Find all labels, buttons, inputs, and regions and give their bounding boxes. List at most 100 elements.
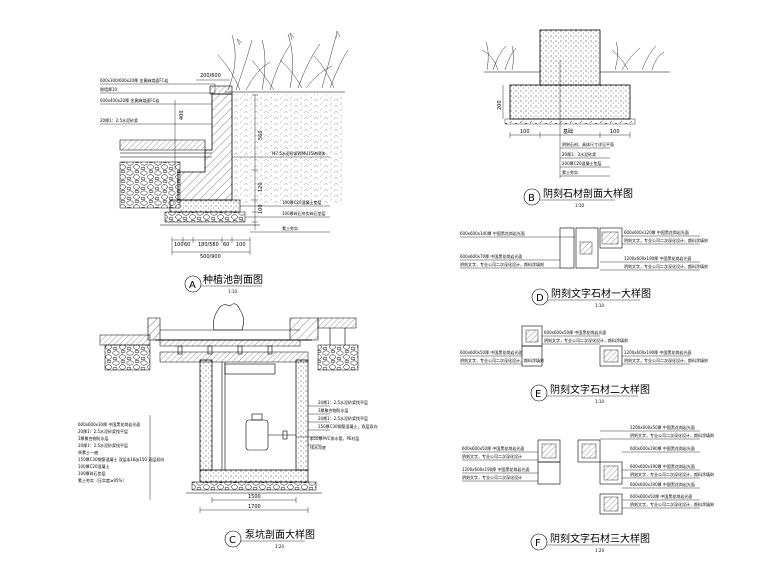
note-a-1: 600x300/600x20厚 金黄麻烧面FC岩 [100, 77, 168, 83]
detail-a-marker [184, 275, 202, 293]
detail-d-letter: D [536, 293, 544, 304]
note-c-r1: 20厚1：2.5水泥砂浆找平层 [318, 399, 368, 405]
dim-vertical-4: 100 [258, 204, 264, 214]
dim-bottom-2: 60 [184, 242, 190, 248]
detail-d-stone-1: 600x600x140厚 中国黑花岗岩光面 600x600x70厚 中国黑花岗岩… [460, 227, 708, 308]
note-d-l2: 600x600x70厚 中国黑花岗岩光面 [460, 253, 522, 259]
note-f-r6: 600x600x190厚 中国黑花岗岩光面 [630, 481, 695, 487]
detail-c-marker [224, 530, 242, 548]
dim-vertical-1: 400 [179, 110, 185, 120]
glyph-d-1 [601, 231, 619, 245]
detail-a-letter: A [189, 280, 196, 291]
note-c-l6: 150厚C30钢筋混凝土 双层ф10@150 双层双向 [78, 456, 164, 462]
detail-c-pump-pit-section: 1500 1700 20厚1：2.5水泥砂浆找平层 3厚聚合物防水层 20厚1：… [78, 303, 378, 549]
glyph-e-1 [525, 329, 539, 343]
dim-vertical-3: 120 [258, 182, 264, 192]
dim-bottom-3: 180/580 [198, 242, 219, 248]
dim-b-right: 100 [610, 129, 620, 135]
detail-f-scale: 1:20 [595, 548, 604, 553]
pit-wall-right [295, 359, 309, 471]
detail-e-letter: E [535, 389, 541, 400]
note-b-2: 20厚1：3水泥砂浆 [562, 151, 596, 157]
glyph-f-2 [581, 443, 597, 459]
note-a-2: 侧墙厚10 [100, 86, 118, 92]
detail-d-title: 阴刻文字石材一大样图 [551, 287, 651, 300]
pit-floor [199, 469, 309, 483]
dim-bottom-4: 60 [223, 242, 229, 248]
note-e-r4: 阴刻文字，专业公司二次深化设计，颜料涂填刻 [624, 357, 708, 363]
stone-base [509, 84, 631, 120]
detail-b-title: 阴刻石材剖面大样图 [543, 187, 633, 200]
detail-d-marker [531, 288, 549, 306]
detail-f-marker [530, 533, 548, 551]
note-f-r7: 600x600x50厚 中国黑花岗岩光面 [630, 493, 692, 499]
note-b-4: 素土夯实 [562, 169, 578, 175]
dim-b-vertical: 200 [497, 100, 503, 110]
detail-c-scale: 1:20 [275, 544, 284, 549]
note-a-3: 600x400x20厚 金黄麻烧面FC岩 [100, 97, 159, 103]
note-d-r3: 1200x600x190厚 中国黑花岗岩光面 [624, 255, 691, 261]
detail-a-title: 种植池剖面图 [203, 273, 263, 286]
detail-a-planter-section: 400 560 120 100 200/600 100 60 180/580 6… [100, 30, 349, 294]
dim-bottom-1: 100 [174, 242, 184, 248]
note-c-r4: 150厚C30钢筋混凝土，双层双向 [318, 423, 378, 429]
detail-f-stone-3: 600x600x50厚 中国黑花岗岩光面 阴刻文字，专业公司二次深化设计 120… [462, 424, 714, 553]
note-d-r1: 600x600x120厚 中国黑花岗岩光面 [624, 229, 689, 235]
note-d-l3: 阴刻文字，专业公司二次深化设计，颜料涂填刻 [460, 261, 544, 267]
note-f-r1: 1200x600x50厚 中国黑花岗岩光面 [630, 424, 695, 430]
glyph-e-2 [603, 349, 619, 363]
glyph-f-1 [541, 443, 557, 459]
note-e-l2: 阴刻文字，专业公司二次深化设计，颜料涂填刻 [460, 357, 544, 363]
note-c-r3: 20厚1：2.5水泥砂浆找平层 [318, 415, 368, 421]
detail-c-title: 泵坑剖面大样图 [245, 528, 315, 541]
dim-c-inner: 1500 [248, 494, 261, 500]
note-c-l4: 20厚1：2.5水泥砂浆找平层 [78, 442, 128, 448]
note-b-1: 阴刻石材，具体尺寸详见平面 [562, 141, 614, 147]
detail-b-scale: 1:10 [575, 203, 584, 208]
detail-d-scale: 1:10 [595, 303, 604, 308]
note-c-r6: 排水沟底 [310, 444, 326, 450]
stone-block [539, 29, 601, 86]
detail-b-stone-section: 200 100 基础 100 阴刻石材，具体尺寸详见平面 20厚1：3水泥砂浆 … [481, 29, 670, 208]
plant-symbols [217, 30, 349, 91]
note-b-3: 200厚C20混凝土垫层 [562, 160, 602, 166]
note-a-r4: 素土夯实 [282, 225, 298, 231]
rock-sculpture [213, 303, 244, 331]
dim-bottom-5: 100 [236, 242, 246, 248]
glyph-f-3 [603, 465, 619, 481]
note-d-l1: 600x600x140厚 中国黑花岗岩光面 [460, 230, 525, 236]
note-e-r3: 1200x600x190厚 中国黑花岗岩光面 [624, 349, 691, 355]
dim-b-left: 100 [520, 129, 530, 135]
note-f-r2: 阴刻文字，专业公司二次深化设计，颜料涂填刻 [630, 432, 714, 438]
note-d-r2: 阴刻文字，专业公司二次深化设计，颜料涂填刻 [624, 237, 708, 243]
detail-e-scale: 1:10 [595, 399, 604, 404]
note-c-l5: 原素土一遍 [78, 449, 98, 455]
note-a-r1: M7.5水泥砂浆砌MU15砖砌体 [272, 150, 325, 156]
note-e-l1: 600x600x50厚 中国黑花岗岩光面 [460, 349, 522, 355]
note-f-l2: 阴刻文字，专业公司二次深化设计 [462, 453, 522, 459]
note-c-l7: 100厚C20混凝土 [78, 463, 110, 469]
note-f-r8: 阴刻文字，专业公司二次深化设计，颜料涂填刻 [630, 501, 714, 507]
note-c-r2: 3厚聚合物防水层 [318, 407, 349, 413]
footing [169, 199, 241, 213]
detail-f-title: 阴刻文字石材三大样图 [550, 532, 650, 545]
note-e-r1: 600x600x50厚 中国黑花岗岩光面 [544, 329, 606, 335]
dim-b-center: 基础 [563, 128, 573, 135]
note-f-l1: 600x600x50厚 中国黑花岗岩光面 [462, 445, 524, 451]
pump [245, 419, 269, 451]
dim-c-outer: 1700 [248, 504, 261, 510]
detail-c-letter: C [229, 535, 236, 546]
note-f-r5: 阴刻文字，专业公司二次深化设计，颜料涂填刻 [630, 471, 714, 477]
note-c-r5: ф50厚PVC排水管，PE衬层 [310, 435, 359, 441]
glyph-f-4 [603, 496, 619, 512]
detail-f-letter: F [535, 538, 541, 549]
pit-wall-left [199, 359, 213, 471]
glyph-d-2 [579, 241, 593, 255]
note-a-4: 20厚1：2.5水泥砂浆 [100, 117, 138, 123]
detail-b-marker [523, 188, 541, 206]
dim-top: 200/600 [200, 73, 221, 79]
detail-b-letter: B [528, 193, 535, 204]
note-c-l9: 素土夯实（压实度≥95%） [78, 477, 126, 483]
detail-e-title: 阴刻文字石材二大样图 [550, 383, 650, 396]
note-a-r2: 100厚C20混凝土垫层 [282, 199, 322, 205]
